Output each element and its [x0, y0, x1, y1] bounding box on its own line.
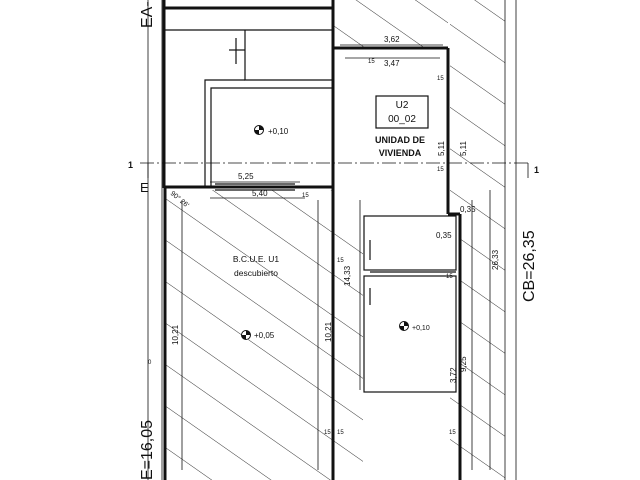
level-bcue: +0,05	[254, 331, 275, 340]
label-ea-bottom: E=16,05	[139, 420, 156, 480]
dim-035a: 0,35	[460, 205, 476, 214]
dim-1433: 14,33	[343, 265, 352, 286]
label-e: E	[140, 180, 149, 195]
dim-372: 3,72	[449, 367, 458, 383]
wall-thickness-7: 15	[337, 258, 344, 264]
dim-2633: 26,33	[491, 249, 500, 270]
partition-upper-left-4	[210, 87, 333, 186]
unit-u2-name-line1: UNIDAD DE	[375, 135, 425, 145]
wall-thickness-1: 15	[368, 59, 375, 65]
dim-362: 3,62	[384, 35, 400, 44]
level-marker-bcue	[241, 330, 251, 340]
room-lower-right-fill	[364, 214, 460, 394]
label-cb: CB=26,35	[521, 230, 538, 302]
level-lower-right: +0,10	[412, 325, 430, 332]
wall-thickness-4: 15	[437, 167, 444, 173]
dim-925: 9,25	[459, 356, 468, 372]
label-ea-top: EA-	[139, 1, 156, 28]
wall-thickness-5: 15	[446, 274, 453, 280]
unit-u2-code: U2	[396, 100, 409, 111]
dim-540: 5,40	[252, 189, 268, 198]
room-upper-left-fill	[165, 0, 333, 186]
dim-035b: 0,35	[436, 231, 452, 240]
partition-upper-left-3	[204, 79, 245, 186]
wall-thickness-6: 15	[324, 430, 331, 436]
dim-511b: 5,11	[459, 140, 468, 156]
level-marker-upper-left	[254, 125, 264, 135]
level-upper-left: +0,10	[268, 127, 289, 136]
bcue-title: B.C.U.E. U1	[233, 254, 280, 264]
corridor-fill	[334, 188, 446, 214]
zero-mark: 0	[148, 360, 152, 366]
wall-thickness-8: 15	[449, 430, 456, 436]
section-number-left: 1	[128, 160, 133, 170]
inner-room-a	[363, 215, 457, 271]
wall-thickness-3: 15	[302, 193, 309, 199]
unit-u2-box	[375, 95, 429, 129]
hatch-center-corridor	[333, 190, 363, 480]
wall-thickness-2: 15	[437, 76, 444, 82]
dim-511a: 5,11	[437, 140, 446, 156]
dim-525: 5,25	[238, 172, 254, 181]
hatch-top-strip	[333, 0, 448, 48]
unit-u2-name-line2: VIVIENDA	[379, 148, 422, 158]
dim-347: 3,47	[384, 59, 400, 68]
section-number-right: 1	[534, 165, 539, 175]
dim-1021a: 10,21	[171, 324, 180, 345]
bcue-subtitle: descubierto	[234, 268, 278, 278]
inner-room-b	[363, 275, 457, 393]
wall-thickness-9: 15	[337, 430, 344, 436]
level-marker-lower-right	[399, 321, 409, 331]
dim-1021b: 10,21	[324, 321, 333, 342]
unit-u2-number: 00_02	[388, 114, 416, 125]
